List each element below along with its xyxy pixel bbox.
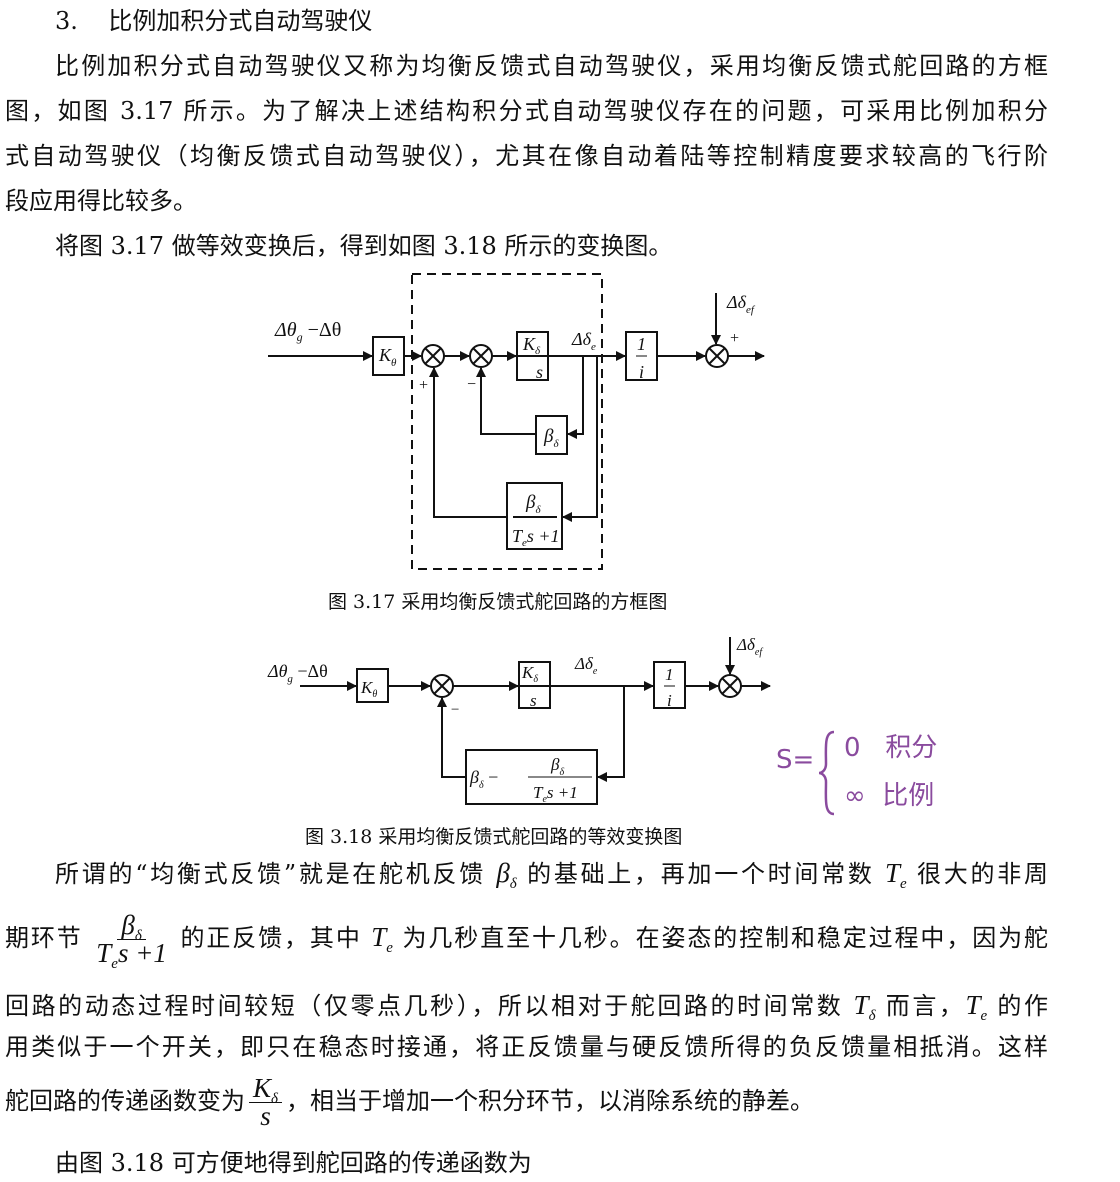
paragraph-line: 图，如图 3.17 所示。为了解决上述结构积分式自动驾驶仪存在的问题，可采用比例… <box>5 97 1048 125</box>
svg-text:−: − <box>450 702 460 718</box>
figure-caption: 图 3.18 采用均衡反馈式舵回路的等效变换图 <box>305 826 683 848</box>
handwriting-value: ∞ <box>844 781 866 811</box>
svg-text:−: − <box>466 376 477 393</box>
svg-text:Kθ: Kθ <box>378 345 397 369</box>
brace-icon <box>818 730 835 816</box>
svg-text:Δδef: Δδef <box>726 292 756 316</box>
svg-text:βδ: βδ <box>550 755 564 778</box>
svg-text:+: + <box>418 377 429 394</box>
svg-text:+: + <box>729 330 740 347</box>
handwriting-value: 0 <box>844 733 861 763</box>
figure-3-18 <box>300 637 771 805</box>
svg-text:Kθ: Kθ <box>360 678 377 700</box>
paragraph-line: 将图 3.17 做等效变换后，得到如图 3.18 所示的变换图。 <box>55 232 673 260</box>
svg-text:Tes +1: Tes +1 <box>512 526 560 549</box>
handwritten-note: S= 0 积分 ∞ 比例 <box>776 728 966 824</box>
paragraph-line: 式自动驾驶仪（均衡反馈式自动驾驶仪），尤其在像自动着陆等控制精度要求较高的飞行阶 <box>5 142 1048 170</box>
paragraph-line: 所谓的“均衡式反馈”就是在舵机反馈 βδ 的基础上，再加一个时间常数 Te 很大… <box>55 858 1048 892</box>
svg-text:1: 1 <box>665 665 674 684</box>
figure-caption: 图 3.17 采用均衡反馈式舵回路的方框图 <box>328 591 668 613</box>
svg-text:i: i <box>639 362 644 382</box>
svg-text:s: s <box>530 691 537 710</box>
dashed-boundary <box>411 273 603 570</box>
svg-text:Δδe: Δδe <box>571 329 596 353</box>
svg-text:Δδe: Δδe <box>574 654 598 677</box>
handwriting-lhs: S= <box>776 745 815 775</box>
block-diagrams: Δθg −Δθ Kθ Kδ s Δδe 1 i Δδef + + − βδ βδ… <box>267 273 771 805</box>
svg-text:Δθg −Δθ: Δθg −Δθ <box>267 661 328 685</box>
paragraph-line: 段应用得比较多。 <box>5 187 197 215</box>
svg-text:βδ: βδ <box>525 492 541 516</box>
paragraph-line: 回路的动态过程时间较短（仅零点几秒），所以相对于舵回路的时间常数 Tδ 而言，T… <box>5 990 1048 1024</box>
paragraph-line: 用类似于一个开关，即只在稳态时接通，将正反馈量与硬反馈所得的负反馈量相抵消。这样 <box>5 1033 1048 1061</box>
figure-3-17-labels: Δθg −Δθ Kθ Kδ s Δδe 1 i Δδef + + − βδ βδ… <box>274 292 756 549</box>
svg-text:Tes +1: Tes +1 <box>533 783 578 805</box>
figure-3-17 <box>268 273 765 570</box>
svg-text:Δθg −Δθ: Δθg −Δθ <box>274 319 341 344</box>
svg-text:Δδef: Δδef <box>736 635 763 658</box>
paragraph-line: 比例加积分式自动驾驶仪又称为均衡反馈式自动驾驶仪，采用均衡反馈式舵回路的方框 <box>55 52 1048 80</box>
svg-text:βδ: βδ <box>543 426 559 450</box>
svg-text:i: i <box>667 691 672 710</box>
figure-3-18-labels: Δθg −Δθ Kθ Kδ s Δδe 1 i Δδef − βδ − βδ T… <box>267 635 763 805</box>
handwriting-text: 比例 <box>882 781 935 811</box>
svg-text:s: s <box>536 362 543 382</box>
section-number: 3. <box>55 7 78 35</box>
svg-text:βδ −: βδ − <box>469 767 498 791</box>
handwriting-text: 积分 <box>885 733 938 763</box>
svg-text:Kδ: Kδ <box>521 663 538 685</box>
section-title: 比例加积分式自动驾驶仪 <box>108 7 373 35</box>
svg-text:1: 1 <box>637 334 646 354</box>
section-heading: 3. 比例加积分式自动驾驶仪 <box>55 6 372 36</box>
svg-text:Kδ: Kδ <box>522 334 541 357</box>
paragraph-line: 由图 3.18 可方便地得到舵回路的传递函数为 <box>55 1149 532 1177</box>
